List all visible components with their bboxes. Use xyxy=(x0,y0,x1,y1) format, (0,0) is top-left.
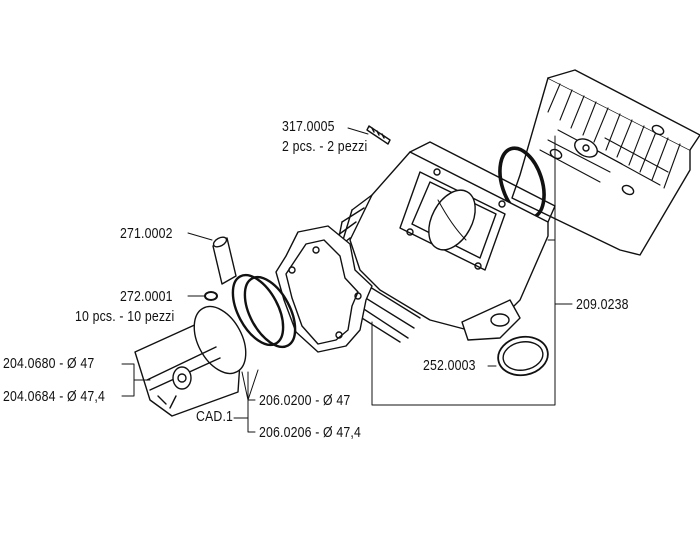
exhaust-gasket xyxy=(497,335,549,377)
label-cylinder-kit: 209.0238 xyxy=(576,296,629,313)
cylinder-head xyxy=(511,69,700,256)
base-gasket xyxy=(275,225,373,353)
label-stud-qty: 2 pcs. - 2 pezzi xyxy=(282,138,368,155)
label-piston-pin-code: 271.0002 xyxy=(120,225,173,242)
piston xyxy=(134,305,247,417)
piston-rings xyxy=(231,273,297,349)
leader-lines xyxy=(121,127,573,433)
label-circlip-qty: 10 pcs. - 10 pezzi xyxy=(75,308,175,325)
cylinder xyxy=(327,141,556,343)
label-piston-b: 204.0684 - Ø 47,4 xyxy=(3,388,105,405)
stud xyxy=(366,125,391,145)
circlip xyxy=(204,291,218,301)
label-ring-note: CAD.1 xyxy=(196,408,234,425)
label-ring-a: 206.0200 - Ø 47 xyxy=(259,392,351,409)
label-stud-code: 317.0005 xyxy=(282,118,335,135)
label-circlip-code: 272.0001 xyxy=(120,288,173,305)
label-piston-a: 204.0680 - Ø 47 xyxy=(3,355,95,372)
label-exhaust-gasket: 252.0003 xyxy=(423,357,476,374)
piston-pin xyxy=(212,236,237,285)
label-ring-b: 206.0206 - Ø 47,4 xyxy=(259,424,361,441)
